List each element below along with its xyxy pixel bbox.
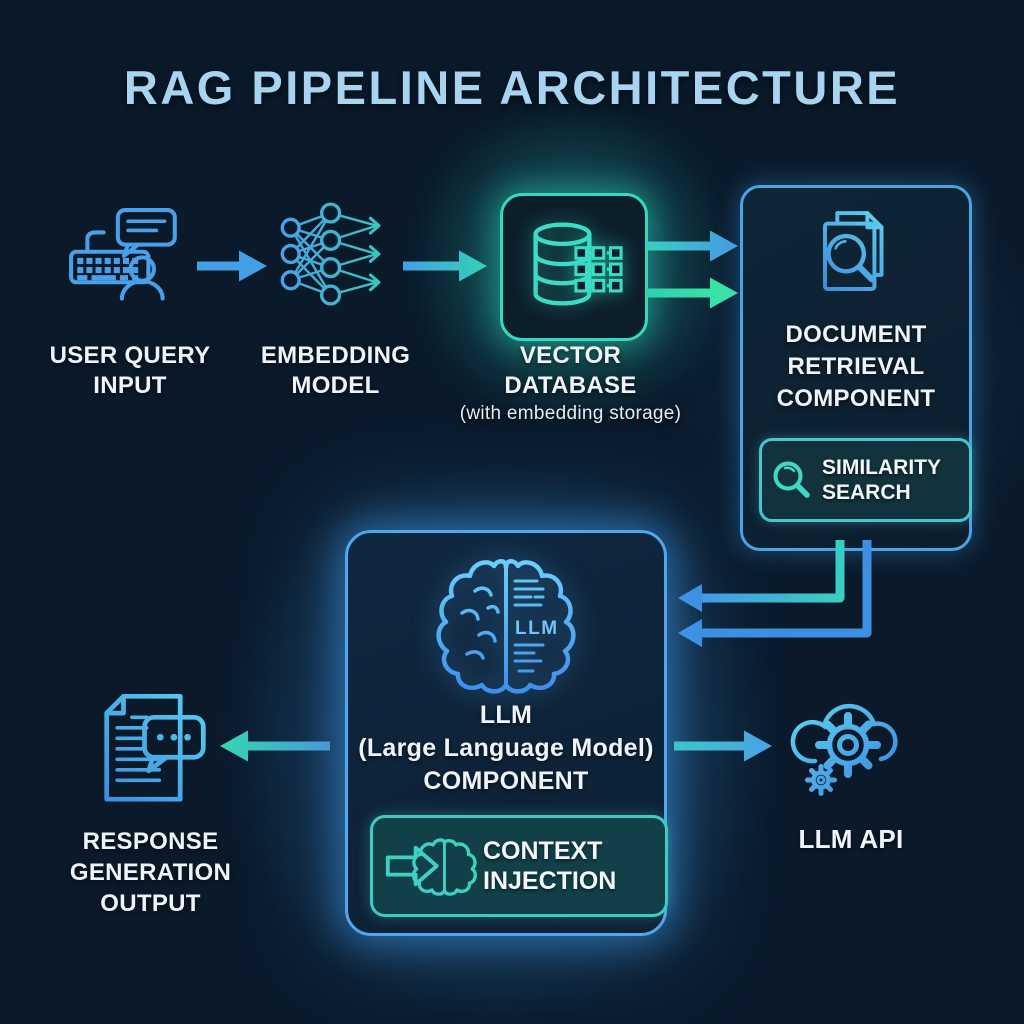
label-line: VECTOR	[519, 342, 622, 369]
label-line: COMPONENT	[776, 385, 936, 412]
arrow-retrieval-to-llm-connectors	[678, 540, 872, 647]
llm-api-label: LLM API	[798, 824, 904, 854]
magnifier-icon	[773, 461, 810, 498]
llm-component-box: LLM LLM (Large Language Model) COMPONENT…	[345, 530, 668, 936]
brain-llm-icon: LLM	[436, 559, 576, 694]
cloud-gears-icon	[790, 703, 898, 796]
label-subtitle: (with embedding storage)	[459, 403, 682, 424]
label-line: USER QUERY	[49, 342, 211, 369]
label-line: OUTPUT	[100, 890, 201, 917]
arrow-into-brain-icon	[385, 838, 477, 896]
context-injection-label: CONTEXT INJECTION	[483, 837, 617, 895]
llm-component-label: LLM (Large Language Model) COMPONENT	[348, 699, 664, 798]
response-output-label: RESPONSE GENERATION OUTPUT	[38, 826, 263, 919]
similarity-search-label: SIMILARITY SEARCH	[822, 456, 941, 504]
user-query-label: USER QUERY INPUT	[18, 341, 242, 401]
brain-llm-text: LLM	[515, 618, 559, 639]
label-line: INPUT	[93, 372, 167, 399]
document-retrieval-label: DOCUMENT RETRIEVAL COMPONENT	[743, 319, 969, 415]
label-line: RETRIEVAL	[787, 353, 925, 380]
arrow-llm-to-api	[674, 730, 772, 762]
label-line: DATABASE	[504, 372, 637, 399]
label-line: RESPONSE	[82, 828, 219, 855]
label-line: EMBEDDING	[260, 342, 411, 369]
arrow-user-to-embedding	[197, 250, 267, 282]
keyboard-chat-user-icon	[69, 208, 177, 301]
embedding-model-label: EMBEDDING MODEL	[228, 341, 443, 401]
page-title: RAG PIPELINE ARCHITECTURE	[123, 61, 901, 114]
label-line: (Large Language Model)	[358, 734, 654, 762]
arrow-vectordb-to-retrieval-bottom	[646, 277, 738, 309]
arrow-llm-to-response	[220, 730, 330, 762]
document-chat-icon	[104, 693, 206, 802]
arrow-embedding-to-vectordb	[403, 250, 487, 282]
vector-database-box	[500, 193, 648, 341]
similarity-search-box: SIMILARITY SEARCH	[759, 438, 972, 522]
label-line: DOCUMENT	[785, 321, 927, 348]
arrow-vectordb-to-retrieval-top	[646, 230, 738, 262]
label-line: COMPONENT	[423, 767, 589, 795]
label-line: LLM	[479, 701, 533, 729]
vector-database-label: VECTOR DATABASE (with embedding storage)	[448, 341, 693, 427]
label-line: GENERATION	[69, 859, 232, 886]
neural-network-icon	[280, 202, 381, 306]
label-line: MODEL	[291, 372, 380, 399]
context-injection-box: CONTEXT INJECTION	[370, 815, 668, 917]
document-search-icon	[822, 211, 884, 292]
database-vectors-icon	[533, 222, 623, 306]
document-retrieval-box: DOCUMENT RETRIEVAL COMPONENT SIMILARITY …	[740, 185, 972, 551]
